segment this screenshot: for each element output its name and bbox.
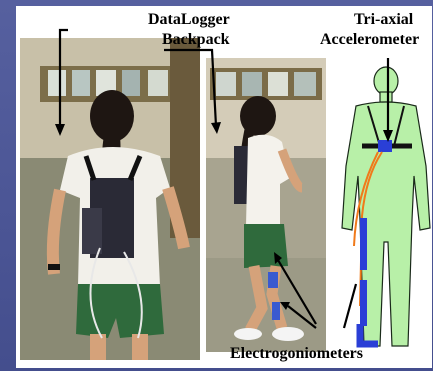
electrogoniometer-knee (360, 218, 367, 270)
callout-backpack-left (60, 30, 68, 128)
accelerometer-sensor (378, 140, 392, 152)
figure-panel: DataLogger Backpack Tri-axial Accelerome… (16, 6, 432, 368)
callout-backpack-right (164, 50, 216, 126)
callout-lines (60, 30, 388, 328)
callout-electro-3 (344, 284, 356, 328)
label-accelerometer-line2: Accelerometer (320, 30, 432, 49)
label-datalogger-line2: Backpack (162, 30, 230, 49)
label-datalogger-line1: DataLogger (148, 10, 230, 29)
electrogoniometer-ankle (360, 280, 367, 326)
label-accelerometer-line1: Tri-axial (354, 10, 413, 29)
human-silhouette (342, 67, 430, 346)
body-outline-diagram (16, 6, 432, 368)
label-electrogoniometers: Electrogoniometers (230, 344, 363, 363)
